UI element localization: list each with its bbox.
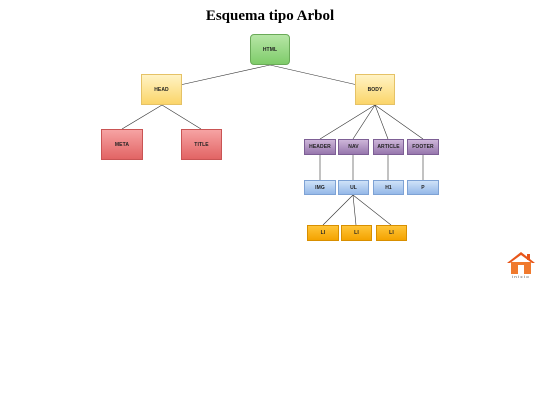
edge-ul-li3	[352, 194, 392, 226]
node-li-3: LI	[376, 225, 407, 241]
node-p: P	[407, 180, 439, 195]
node-img: IMG	[304, 180, 336, 195]
node-header: HEADER	[304, 139, 336, 155]
home-label[interactable]: inicio	[511, 274, 531, 279]
edge-body-nav	[352, 104, 376, 140]
edge-ul-li2	[352, 194, 357, 226]
home-icon	[507, 252, 535, 274]
node-meta: META	[101, 129, 143, 160]
edge-body-header	[319, 104, 376, 140]
edge-body-footer	[374, 104, 424, 140]
node-ul: UL	[338, 180, 369, 195]
edge-head-meta	[121, 104, 163, 130]
node-article: ARTICLE	[373, 139, 404, 155]
edge-body-article	[374, 104, 389, 140]
node-body: BODY	[355, 74, 395, 105]
node-li-1: LI	[307, 225, 339, 241]
node-li-2: LI	[341, 225, 372, 241]
node-nav: NAV	[338, 139, 369, 155]
home-button[interactable]	[505, 250, 537, 282]
node-title: TITLE	[181, 129, 222, 160]
page-title: Esquema tipo Arbol	[205, 8, 335, 24]
edge-ul-li1	[322, 194, 354, 226]
edge-head-title	[161, 104, 202, 130]
node-h1: H1	[373, 180, 404, 195]
node-html: HTML	[250, 34, 290, 65]
node-head: HEAD	[141, 74, 182, 105]
node-footer: FOOTER	[407, 139, 439, 155]
